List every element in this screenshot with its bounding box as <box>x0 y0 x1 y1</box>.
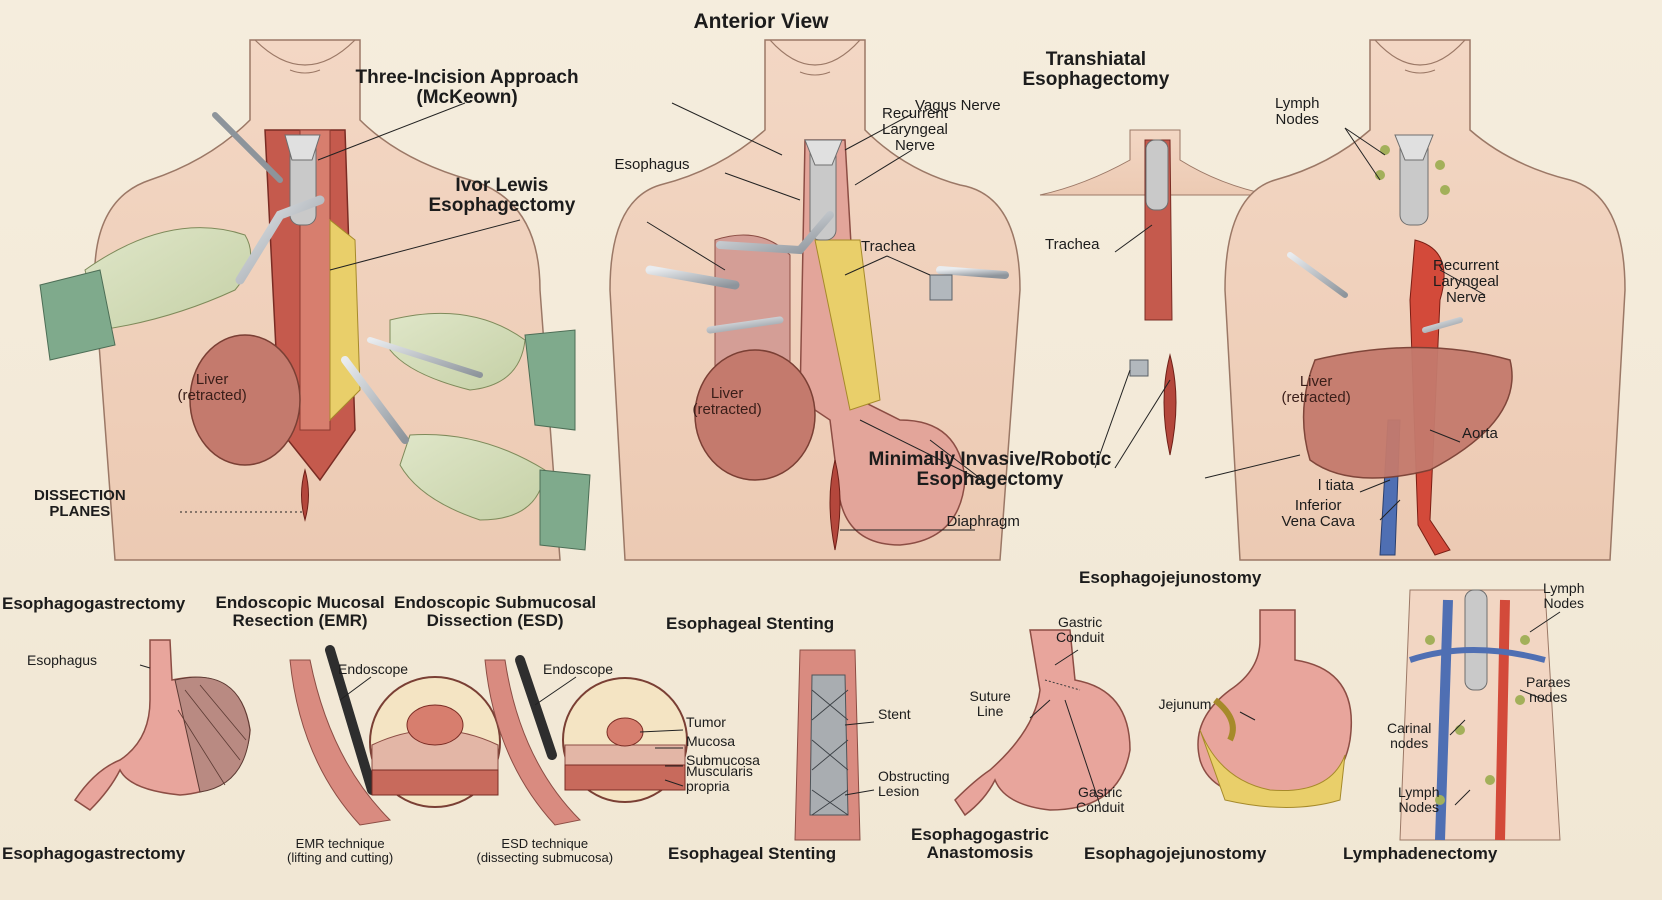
label-stent: Stent <box>878 705 911 722</box>
anastomosis-illustration <box>954 629 1131 817</box>
leader-lines-bottom <box>339 611 1561 806</box>
main-title: Anterior View <box>693 9 829 33</box>
jejunostomy-illustration <box>1197 609 1352 808</box>
torso-right <box>1224 39 1626 561</box>
leader-lines-top <box>180 102 1486 531</box>
label-esd-tumor: Tumor <box>686 713 726 730</box>
label-ltiata: l tiata <box>1318 477 1354 494</box>
stent-illustration <box>794 649 861 841</box>
label-liver-3: Liver(retracted) <box>1281 373 1351 407</box>
lymphadenectomy-illustration <box>1399 589 1561 841</box>
label-trachea-transhiatal: Trachea <box>1045 236 1100 253</box>
label-ej-title: Esophagojejunostomy <box>1079 568 1262 587</box>
emr-illustration <box>289 645 501 826</box>
label-esd-caption: ESD technique(dissecting submucosa) <box>476 836 614 866</box>
label-liver-1: Liver(retracted) <box>177 371 247 405</box>
torso-transhiatal <box>1039 129 1271 456</box>
label-trachea-center: Trachea <box>861 238 916 255</box>
label-jejunum: Jejunum <box>1158 695 1212 712</box>
label-esd-mucosa: Mucosa <box>686 732 736 749</box>
label-emr-endoscope: Endoscope <box>338 660 409 677</box>
label-stent-title: Esophageal Stenting <box>666 614 835 633</box>
label-diaphragm: Diaphragm <box>946 513 1020 530</box>
label-esophagus-center: Esophagus <box>614 156 690 173</box>
label-stent-caption: Esophageal Stenting <box>668 844 837 863</box>
stomach-esophagogastrectomy <box>73 639 251 811</box>
torso-mckeown <box>39 39 591 561</box>
label-lymphadenectomy-caption: Lymphadenectomy <box>1343 844 1498 863</box>
label-eg-caption: Esophagogastrectomy <box>2 844 186 863</box>
label-liver-2: Liver(retracted) <box>692 385 762 419</box>
label-esd-endoscope: Endoscope <box>543 660 614 677</box>
label-esd-submucosa: Submucosa <box>686 751 760 768</box>
torso-center <box>609 39 1021 561</box>
label-vagus-nerve: Vagus Nerve <box>915 97 1001 114</box>
label-eg-title: Esophagogastrectomy <box>2 594 186 613</box>
label-mckeown-title: Three-Incision Approach(McKeown) <box>355 66 579 109</box>
label-eg-esophagus: Esophagus <box>27 651 98 668</box>
label-aorta: Aorta <box>1462 425 1498 442</box>
esd-illustration <box>484 655 688 826</box>
label-emr-caption: EMR technique(lifting and cutting) <box>287 836 394 866</box>
label-ej-caption: Esophagojejunostomy <box>1084 844 1267 863</box>
